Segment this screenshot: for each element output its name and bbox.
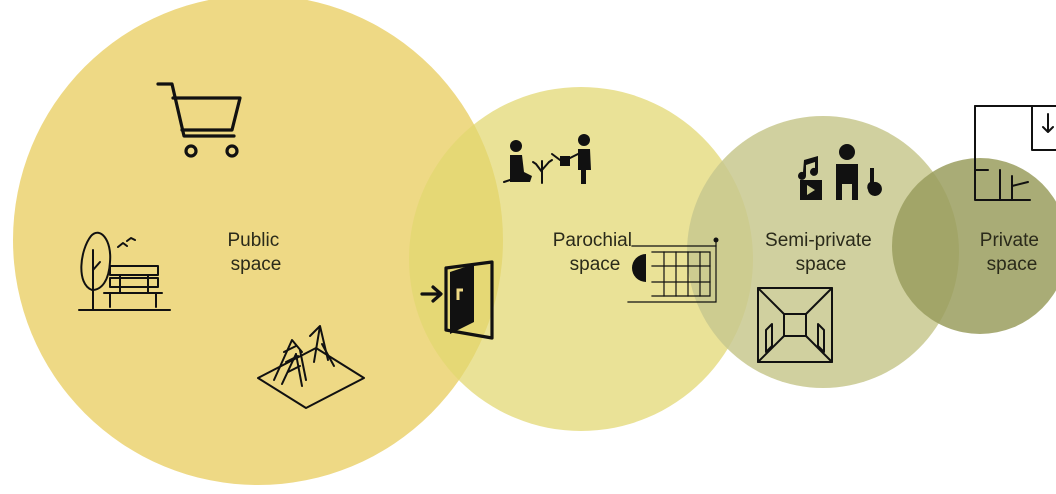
media-music-person-icon <box>798 144 882 200</box>
private-space-label: Private space <box>980 230 1044 275</box>
public-space-circle <box>13 0 503 485</box>
semi-private-space-circle <box>687 116 959 388</box>
gardening-people-icon <box>503 134 591 184</box>
parochial-space-circle <box>409 87 753 431</box>
floor-plan-icon <box>974 105 1056 201</box>
park-bench-tree-icon <box>78 231 171 311</box>
semi-private-space-label: Semi-private space <box>765 230 877 275</box>
public-space-label: Public space <box>227 230 284 275</box>
corridor-perspective-icon <box>757 287 833 363</box>
playground-slide-icon <box>257 325 365 409</box>
shopping-cart-icon <box>156 82 242 158</box>
parochial-space-label: Parochial space <box>553 230 638 275</box>
enter-door-icon <box>420 260 494 340</box>
private-space-circle <box>892 158 1056 334</box>
stairwell-plan-icon <box>627 237 719 303</box>
